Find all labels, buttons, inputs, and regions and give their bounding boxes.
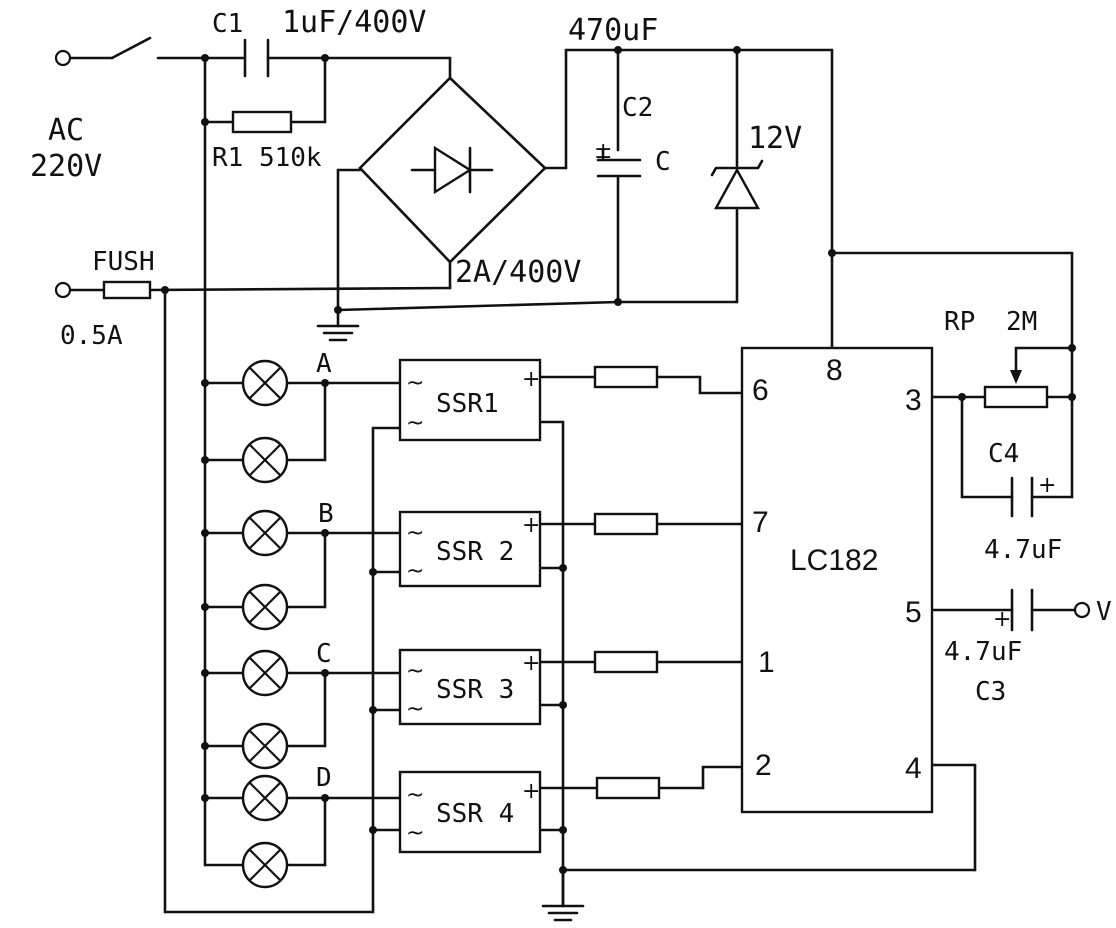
r1-label: R1 510k: [212, 143, 322, 173]
junction-dots: [161, 46, 1076, 874]
resistor-ch4: [595, 776, 661, 800]
resistor-ch2: [593, 512, 659, 536]
ssr-3: SSR 3 ~ ~ +: [398, 648, 542, 726]
ic-pin-5: 5: [905, 596, 922, 629]
c1-value-label: 1uF/400V: [282, 5, 427, 40]
c2-letter-label: C: [655, 147, 671, 177]
channel-b-label: B: [318, 499, 334, 529]
ssr-1: SSR1 ~ ~ +: [398, 358, 542, 442]
ssr-4: SSR 4 ~ ~ +: [398, 770, 542, 854]
ic-pin-2: 2: [755, 749, 772, 782]
ac-terminal-top: [54, 49, 72, 67]
c4-value-label: 4.7uF: [984, 535, 1062, 565]
channel-c-label: C: [316, 639, 332, 669]
output-label: V: [1096, 597, 1112, 627]
ic-pin-3: 3: [905, 384, 922, 417]
c4-name-label: C4: [988, 439, 1019, 469]
ic-pin-7: 7: [752, 506, 769, 539]
ic-pin-6: 6: [752, 374, 769, 407]
output-terminal: [1073, 601, 1091, 619]
c4-capacitor: +: [1010, 473, 1056, 518]
svg-text:+: +: [1038, 473, 1056, 498]
lamp-a2: [241, 436, 289, 484]
lamp-b1: [241, 509, 289, 557]
lamp-c1: [241, 649, 289, 697]
lamp-b2: [241, 583, 289, 631]
c3-capacitor: +: [993, 588, 1034, 632]
svg-text:+: +: [522, 367, 540, 392]
ic-pin-1: 1: [758, 646, 775, 679]
bridge-rectifier: [358, 76, 547, 264]
svg-text:+: +: [522, 651, 540, 676]
ssr-3-label: SSR 3: [436, 675, 514, 705]
ic-lc182: LC182 8 6 7 1 2 3 5 4: [740, 346, 934, 814]
svg-text:~: ~: [406, 411, 424, 436]
svg-text:+: +: [993, 607, 1011, 632]
c3-name-label: C3: [975, 677, 1006, 707]
rp-label: RP: [944, 307, 975, 337]
fuse-rating-label: 0.5A: [60, 321, 123, 351]
svg-text:~: ~: [406, 821, 424, 846]
ssr-1-label: SSR1: [436, 389, 499, 419]
svg-text:~: ~: [406, 559, 424, 584]
ac-terminal-bottom: [54, 281, 72, 299]
lamps: [241, 359, 289, 889]
svg-text:~: ~: [406, 659, 424, 684]
lamp-d2: [241, 841, 289, 889]
resistor-ch1: [593, 365, 659, 389]
svg-text:~: ~: [406, 697, 424, 722]
ground-symbol-bottom: [541, 904, 585, 922]
c3-value-label: 4.7uF: [944, 637, 1022, 667]
channel-a-label: A: [316, 349, 332, 379]
svg-text:+: +: [522, 513, 540, 538]
svg-text:~: ~: [406, 783, 424, 808]
ac-label: AC: [48, 113, 84, 148]
ac-voltage-label: 220V: [30, 149, 102, 184]
fuse-label: FUSH: [92, 247, 155, 277]
ic-pin-8: 8: [826, 354, 843, 387]
zener-diode: [710, 159, 764, 210]
zener-value-label: 12V: [748, 121, 802, 156]
rp-value-label: 2M: [1006, 307, 1037, 337]
c1-capacitor: [243, 38, 270, 78]
ssr-2-label: SSR 2: [436, 537, 514, 567]
lamp-c2: [241, 722, 289, 770]
ssr-4-label: SSR 4: [436, 799, 514, 829]
rp-potentiometer: [983, 370, 1049, 409]
ground-symbol-top: [316, 324, 360, 342]
fuse: [102, 280, 152, 300]
bridge-rating-label: 2A/400V: [455, 255, 581, 290]
c2-name-label: C2: [622, 93, 653, 123]
channel-d-label: D: [316, 763, 332, 793]
r1-resistor: [231, 110, 293, 134]
svg-text:~: ~: [406, 371, 424, 396]
ic-pin-4: 4: [905, 752, 922, 785]
ssr-2: SSR 2 ~ ~ +: [398, 510, 542, 588]
svg-text:±: ±: [594, 139, 612, 164]
c2-value-label: 470uF: [568, 13, 658, 48]
c2-capacitor: ±: [594, 139, 642, 178]
lamp-a1: [241, 359, 289, 407]
c1-name-label: C1: [212, 9, 243, 39]
lamp-d1: [241, 774, 289, 822]
svg-text:~: ~: [406, 521, 424, 546]
resistor-ch3: [593, 650, 659, 674]
labels: AC 220V FUSH 0.5A C1 1uF/400V R1 510k 47…: [30, 5, 1112, 793]
ic-name: LC182: [790, 544, 878, 577]
svg-text:+: +: [522, 779, 540, 804]
